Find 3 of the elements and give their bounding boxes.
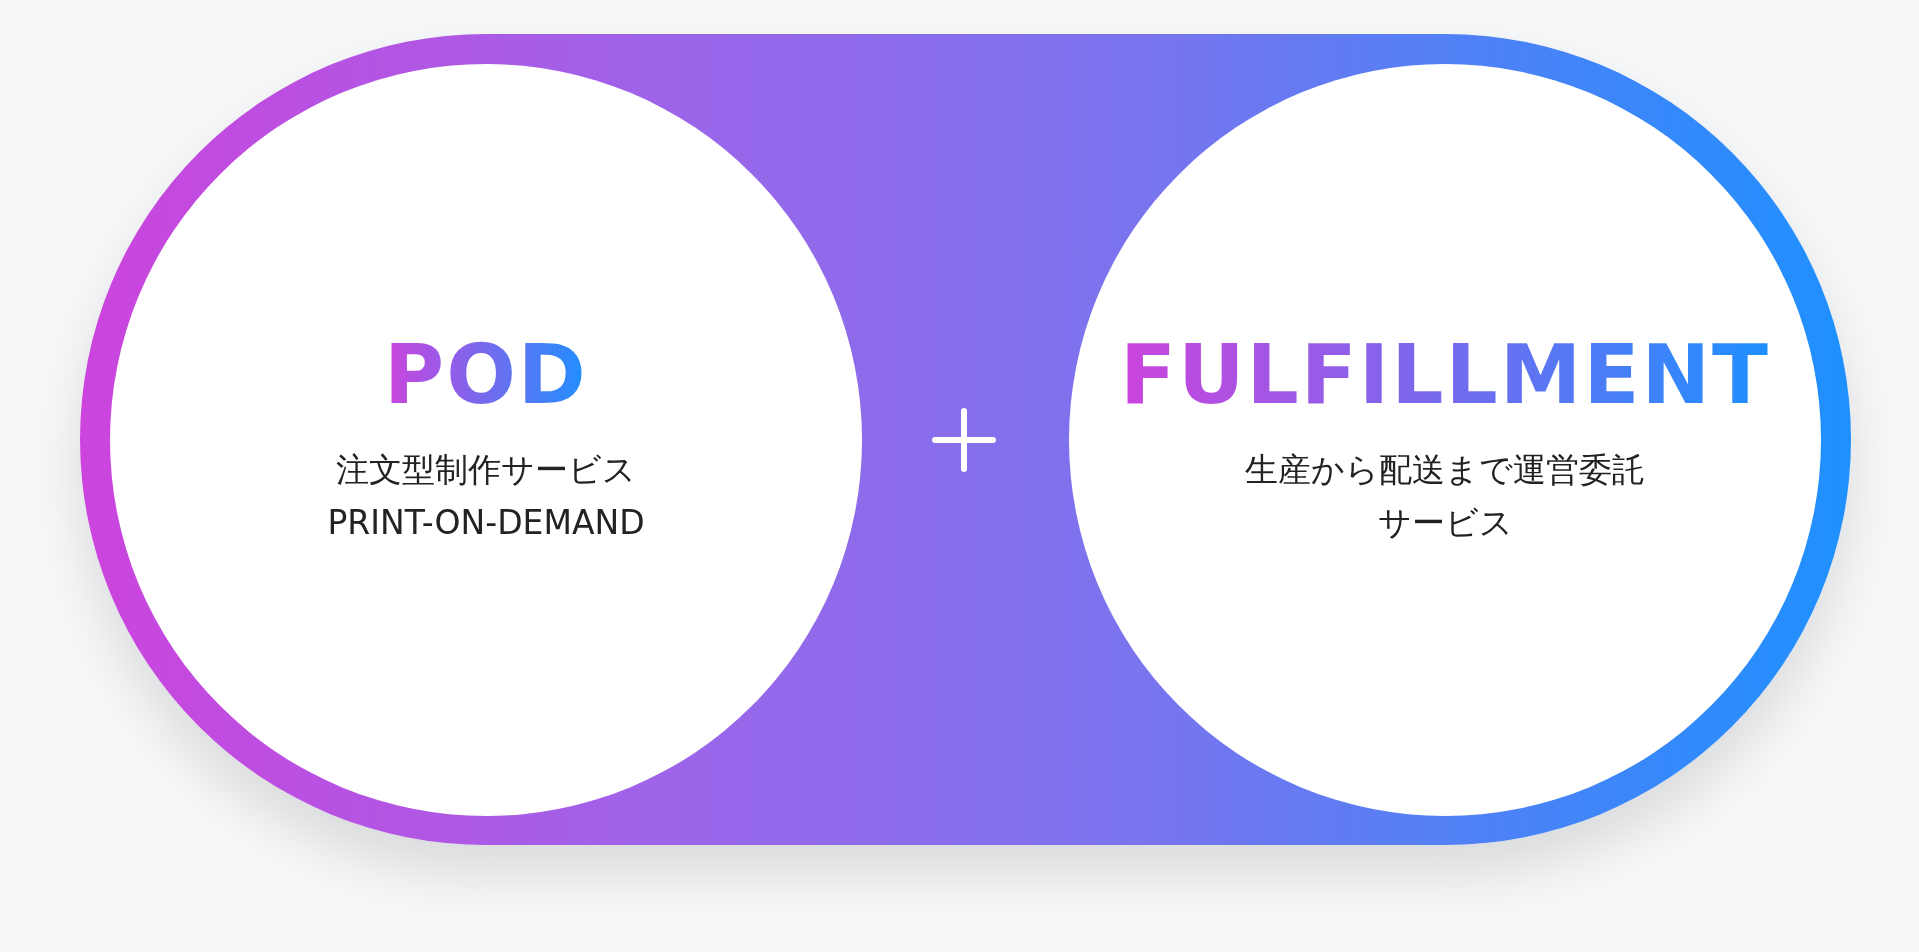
description: 生産から配送まで運営委託サービス (1244, 449, 1646, 545)
description: PRINT-ON-DEMAND (327, 502, 645, 545)
description: 注文型制作サービス (336, 449, 636, 492)
